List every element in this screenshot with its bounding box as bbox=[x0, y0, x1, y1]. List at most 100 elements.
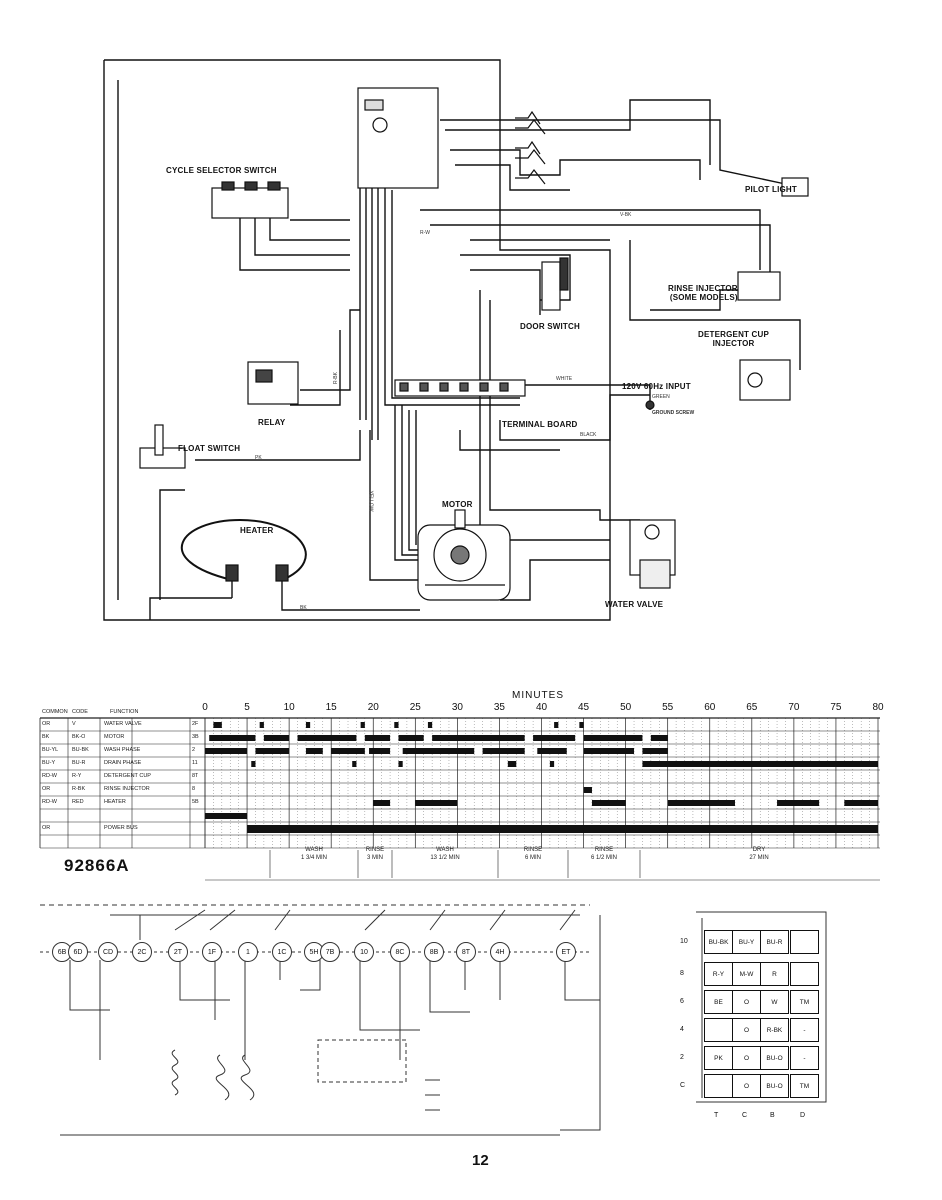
timing-bar bbox=[533, 735, 576, 741]
schematic-node: 1 bbox=[238, 942, 258, 962]
timing-row-code: V bbox=[72, 721, 76, 727]
terminal-cell: BU-O bbox=[760, 1046, 789, 1070]
minute-tick: 10 bbox=[283, 702, 295, 713]
timing-row-common: RD-W bbox=[42, 799, 57, 805]
timing-row-common: OR bbox=[42, 786, 51, 792]
timing-bar bbox=[205, 748, 248, 754]
terminal-cell: R-BK bbox=[760, 1018, 789, 1042]
terminal-cell: BE bbox=[704, 990, 733, 1014]
phase-name: WASH bbox=[436, 847, 454, 853]
terminal-cell: TM bbox=[790, 990, 819, 1014]
terminal-cell: R bbox=[760, 962, 789, 986]
timing-bar bbox=[591, 800, 626, 806]
page-number: 12 bbox=[472, 1152, 489, 1169]
timing-row-code: R-BK bbox=[72, 786, 86, 792]
timing-bar bbox=[642, 748, 668, 754]
timing-bar bbox=[352, 761, 357, 767]
timing-bar bbox=[583, 735, 643, 741]
phase-name: WASH bbox=[305, 847, 323, 853]
ground-screw-label: GROUND SCREW bbox=[652, 410, 695, 416]
timing-row-term: 5B bbox=[192, 799, 199, 805]
terminal-cell: BU-BK bbox=[704, 930, 733, 954]
terminal-row-label: C bbox=[680, 1082, 686, 1089]
minute-tick: 0 bbox=[202, 702, 208, 713]
heater-label: HEATER bbox=[240, 526, 274, 535]
timing-bar bbox=[213, 722, 222, 728]
timing-bar bbox=[402, 748, 475, 754]
rinse-injector-label: RINSE INJECTOR (SOME MODELS) bbox=[668, 284, 738, 302]
schematic-node: 1F bbox=[202, 942, 222, 962]
timing-chart bbox=[39, 717, 880, 881]
wire-tag-bk: BK bbox=[300, 605, 307, 611]
timing-bar bbox=[255, 748, 290, 754]
timing-bar bbox=[482, 748, 525, 754]
terminal-cell: O bbox=[732, 1046, 761, 1070]
phase-name: DRY bbox=[752, 847, 766, 853]
minute-tick: 45 bbox=[578, 702, 590, 713]
phase-time: 6 1/2 MIN bbox=[590, 855, 617, 861]
terminal-board-label: TERMINAL BOARD bbox=[502, 420, 578, 429]
terminal-cell bbox=[790, 962, 819, 986]
timing-bar bbox=[331, 748, 365, 754]
timing-bar bbox=[259, 722, 264, 728]
phase-time: 6 MIN bbox=[524, 855, 541, 861]
relay-label: RELAY bbox=[258, 418, 286, 427]
minute-tick: 25 bbox=[409, 702, 421, 713]
terminal-cell: PK bbox=[704, 1046, 733, 1070]
terminal-cell bbox=[704, 1018, 733, 1042]
wire-tag-vbk: V-BK bbox=[620, 212, 632, 218]
terminal-cell bbox=[704, 1074, 733, 1098]
phase-name: RINSE bbox=[594, 847, 614, 853]
schematic-node: 2T bbox=[168, 942, 188, 962]
timing-bar bbox=[305, 748, 323, 754]
timing-row-common: BU-YL bbox=[42, 747, 59, 753]
terminal-cell: W bbox=[760, 990, 789, 1014]
minute-tick: 35 bbox=[493, 702, 505, 713]
timing-header-cell: COMMON bbox=[42, 709, 68, 715]
phase-cell: WASH 1 3/4 MIN bbox=[270, 846, 358, 862]
timing-row-term: 3B bbox=[192, 734, 199, 740]
timing-bar bbox=[247, 825, 878, 833]
minute-tick: 70 bbox=[788, 702, 800, 713]
schematic-node: 6D bbox=[68, 942, 88, 962]
minute-tick: 50 bbox=[620, 702, 632, 713]
timing-bar bbox=[667, 800, 735, 806]
timing-header-cell: FUNCTION bbox=[110, 709, 139, 715]
timing-row-function: DRAIN PHASE bbox=[104, 760, 142, 766]
schematic-node: 2C bbox=[132, 942, 152, 962]
terminal-row-label: 2 bbox=[680, 1054, 684, 1061]
terminal-cell bbox=[790, 930, 819, 954]
schematic-node: 7B bbox=[320, 942, 340, 962]
wiring-diagram bbox=[103, 59, 809, 621]
phase-time: 1 3/4 MIN bbox=[300, 855, 327, 861]
minute-tick: 20 bbox=[367, 702, 379, 713]
timing-bar bbox=[263, 735, 290, 741]
phase-cell: RINSE 6 MIN bbox=[498, 846, 568, 862]
timing-bar bbox=[398, 735, 424, 741]
minute-tick: 55 bbox=[662, 702, 674, 713]
timing-bar bbox=[432, 735, 525, 741]
timing-row-function: RINSE INJECTOR bbox=[104, 786, 150, 792]
terminal-cell: BU-O bbox=[760, 1074, 789, 1098]
timing-bar bbox=[777, 800, 820, 806]
terminal-cell: R-Y bbox=[704, 962, 733, 986]
detergent-cup-label: DETERGENT CUP INJECTOR bbox=[698, 330, 770, 348]
timing-row-common: BU-Y bbox=[42, 760, 56, 766]
wire-tag-black: BLACK bbox=[580, 432, 597, 438]
timing-header-cell: CODE bbox=[72, 709, 88, 715]
phase-name: RINSE bbox=[523, 847, 543, 853]
terminal-row-label: 10 bbox=[680, 938, 688, 945]
timing-row-common: OR bbox=[42, 825, 51, 831]
schematic-node: 8C bbox=[390, 942, 410, 962]
minute-tick: 65 bbox=[746, 702, 758, 713]
float-switch-label: FLOAT SWITCH bbox=[178, 444, 241, 453]
timing-bar bbox=[844, 800, 878, 806]
schematic-node: CD bbox=[98, 942, 118, 962]
timing-bar bbox=[209, 735, 256, 741]
terminal-cell: O bbox=[732, 1018, 761, 1042]
timing-row-code: RED bbox=[72, 799, 84, 805]
